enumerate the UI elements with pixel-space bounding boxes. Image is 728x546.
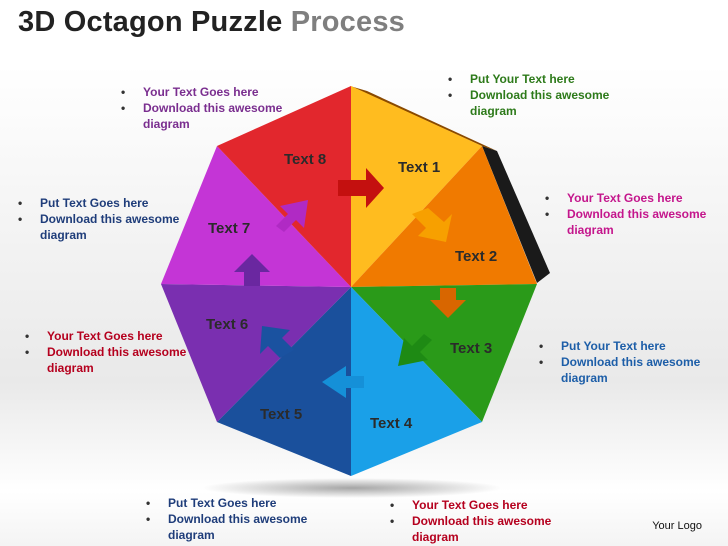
callout-left-upper: •Put Text Goes here •Download this aweso… (18, 195, 180, 243)
callout-item: diagram (470, 104, 517, 118)
callout-item: •Download this awesome (121, 101, 283, 115)
callout-top-left: •Your Text Goes here •Download this awes… (121, 84, 283, 132)
callout-item: diagram (40, 228, 87, 242)
segment-label-5: Text 5 (260, 406, 302, 423)
callout-right-lower: •Put Your Text here •Download this aweso… (539, 338, 701, 386)
highlight-8 (217, 86, 351, 287)
callout-item: diagram (561, 371, 608, 385)
segment-8 (217, 86, 351, 287)
callout-right-upper: •Your Text Goes here •Download this awes… (545, 190, 707, 238)
segment-2 (351, 146, 537, 287)
callout-item: •Download this awesome (146, 512, 308, 526)
arrow-5-to-6 (260, 326, 294, 358)
callout-item: •Your Text Goes here (390, 498, 528, 512)
callout-item: •Download this awesome (390, 514, 552, 528)
callout-item: •Put Your Text here (539, 339, 666, 353)
callout-top-right: •Put Your Text here •Download this aweso… (448, 71, 610, 119)
segment-label-3: Text 3 (450, 340, 492, 357)
page-title: 3D Octagon Puzzle Process (18, 6, 405, 39)
callout-item: diagram (168, 528, 215, 542)
segment-label-6: Text 6 (206, 316, 248, 333)
callout-item: diagram (47, 361, 94, 375)
segment-label-1: Text 1 (398, 159, 440, 176)
arrow-2-to-3 (430, 288, 466, 318)
highlight-1 (351, 86, 482, 287)
segment-label-2: Text 2 (455, 248, 497, 265)
segment-1 (351, 86, 482, 287)
callout-item: •Your Text Goes here (121, 85, 259, 99)
title-main: 3D Octagon Puzzle (18, 6, 283, 38)
arrow-1-to-2 (412, 208, 452, 242)
segment-label-8: Text 8 (284, 151, 326, 168)
drop-shadow (202, 478, 502, 498)
segment-4 (351, 287, 482, 476)
callout-item: •Download this awesome (545, 207, 707, 221)
side-face-right (482, 146, 550, 283)
segment-label-4: Text 4 (370, 415, 413, 432)
callout-bottom-left: •Put Text Goes here •Download this aweso… (146, 495, 308, 543)
segment-3 (351, 284, 537, 422)
segment-6 (161, 284, 351, 422)
callout-left-lower: •Your Text Goes here •Download this awes… (25, 328, 187, 376)
callout-item: •Download this awesome (539, 355, 701, 369)
callout-item: •Your Text Goes here (25, 329, 163, 343)
callout-item: •Put Text Goes here (146, 496, 277, 510)
callout-item: •Put Your Text here (448, 72, 575, 86)
arrow-6-to-7 (234, 254, 270, 286)
logo-text: Your Logo (652, 520, 702, 532)
arrow-7-to-8 (276, 200, 308, 232)
callout-item: •Your Text Goes here (545, 191, 683, 205)
side-face-top-right (350, 86, 497, 151)
callout-bottom-right: •Your Text Goes here •Download this awes… (390, 497, 552, 545)
callout-item: •Put Text Goes here (18, 196, 149, 210)
segment-5 (217, 287, 351, 476)
callout-item: •Download this awesome (448, 88, 610, 102)
callout-item: •Download this awesome (25, 345, 187, 359)
shade-5 (217, 287, 351, 476)
arrow-4-to-5 (322, 366, 364, 398)
arrow-3-to-4 (398, 334, 432, 366)
segment-7 (161, 146, 351, 287)
callout-item: diagram (412, 530, 459, 544)
callout-item: diagram (567, 223, 614, 237)
callout-item: diagram (143, 117, 190, 131)
callout-item: •Download this awesome (18, 212, 180, 226)
arrow-8-to-1 (338, 168, 384, 208)
title-sub: Process (290, 6, 405, 38)
segment-label-7: Text 7 (208, 220, 250, 237)
